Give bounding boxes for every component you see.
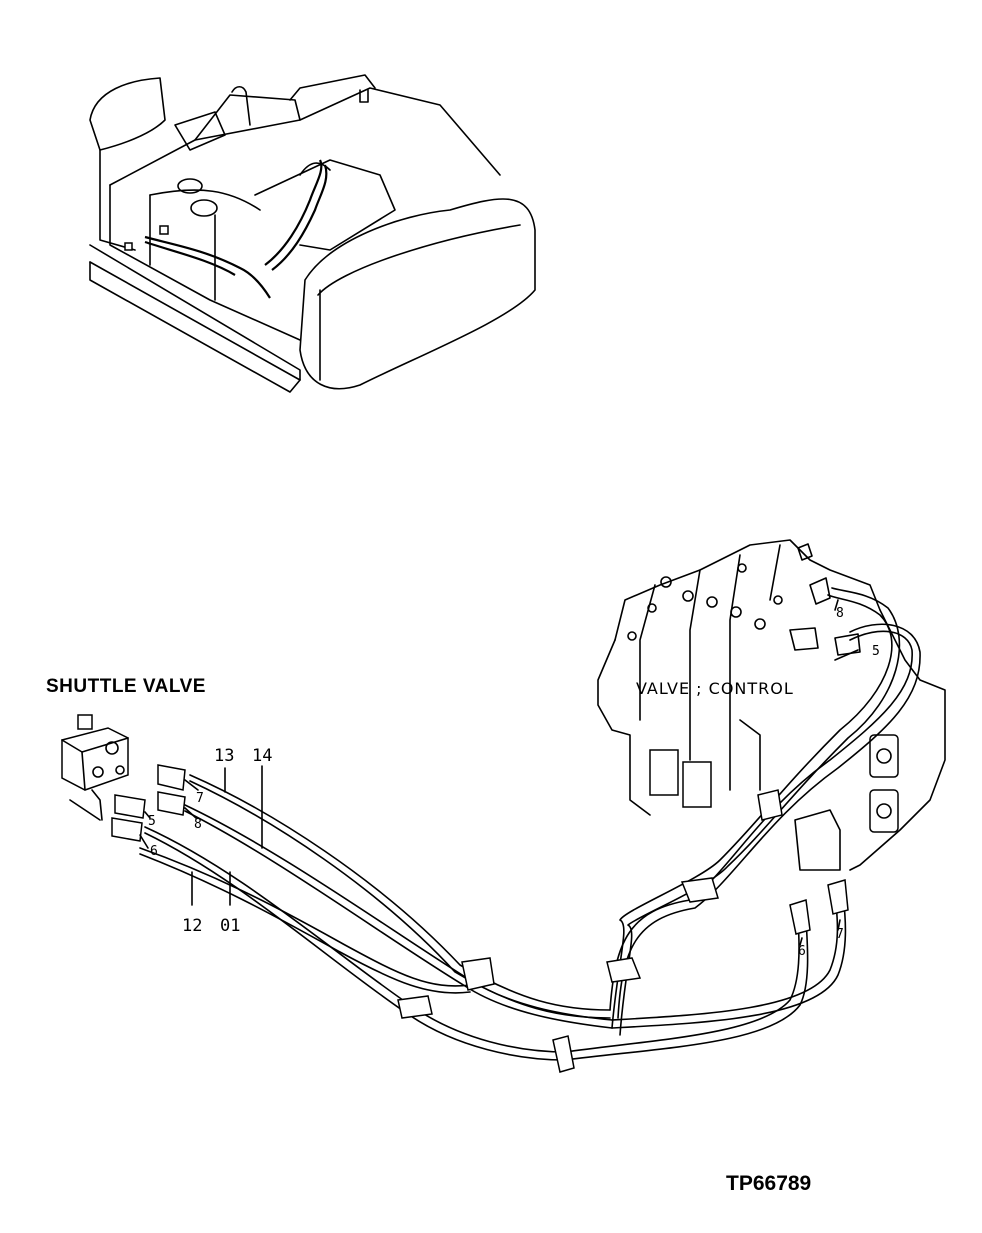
callout-12: 12 (182, 916, 203, 936)
callout-14: 14 (252, 746, 273, 766)
reference-number: TP66789 (726, 1172, 812, 1195)
callout-6-shuttle: 6 (150, 844, 158, 859)
hose-bundle (139, 587, 921, 1073)
callout-6-valve: 6 (798, 944, 806, 959)
callout-5-shuttle: 5 (148, 814, 156, 829)
callout-8-valve: 8 (836, 606, 844, 621)
shuttle-valve-label: SHUTTLE VALVE (46, 676, 206, 697)
callout-7-valve: 7 (836, 927, 844, 942)
control-valve-label: VALVE ; CONTROL (636, 679, 794, 698)
callout-5-valve: 5 (872, 644, 880, 659)
callout-8-shuttle: 8 (194, 817, 202, 832)
callout-7-shuttle: 7 (196, 791, 204, 806)
callout-01: 01 (220, 916, 241, 936)
callout-13: 13 (214, 746, 235, 766)
shuttle-valve-body (61, 599, 859, 946)
machine-overview (89, 74, 536, 393)
control-valve-body (597, 539, 946, 871)
